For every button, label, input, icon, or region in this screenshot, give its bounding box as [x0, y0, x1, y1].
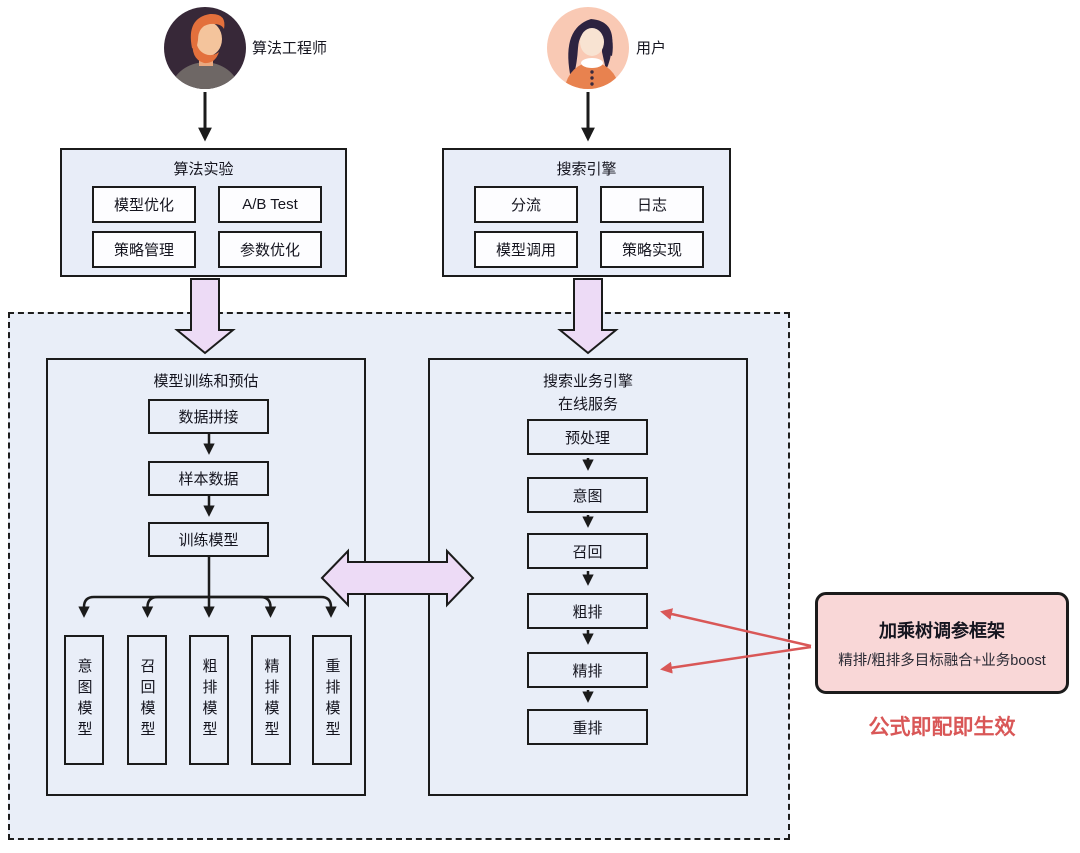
- search-item-model-call: 模型调用: [474, 231, 578, 268]
- step-data-join: 数据拼接: [148, 399, 269, 434]
- serve-step-coarse-rank: 粗排: [527, 593, 648, 629]
- experiment-box: 算法实验 模型优化 A/B Test 策略管理 参数优化: [60, 148, 347, 277]
- serve-step-fine-rank: 精排: [527, 652, 648, 688]
- user-hair-strand: [600, 26, 613, 56]
- user-face: [580, 28, 604, 56]
- search-item-strategy-impl: 策略实现: [600, 231, 704, 268]
- serve-step-rerank: 重排: [527, 709, 648, 745]
- search-item-split: 分流: [474, 186, 578, 223]
- engineer-beard: [192, 38, 219, 64]
- user-button: [590, 82, 594, 86]
- user-hair: [568, 19, 613, 74]
- experiment-item-strategy-mgmt: 策略管理: [92, 231, 196, 268]
- user-label: 用户: [636, 40, 667, 57]
- serving-box-title-line1: 搜索业务引擎: [542, 373, 633, 390]
- experiment-item-param-opt: 参数优化: [218, 231, 322, 268]
- serving-box-title-line2: 在线服务: [557, 396, 618, 413]
- experiment-item-ab-test: A/B Test: [218, 186, 322, 223]
- model-coarse-rank: 粗排模型: [189, 635, 229, 765]
- experiment-item-model-opt: 模型优化: [92, 186, 196, 223]
- framework-title: 加乘树调参框架: [879, 620, 1005, 641]
- step-sample-data: 样本数据: [148, 461, 269, 496]
- search-engine-box-title: 搜索引擎: [556, 161, 617, 178]
- engineer-hair: [190, 13, 225, 50]
- framework-subtitle: 精排/粗排多目标融合+业务boost: [838, 652, 1046, 669]
- user-button: [590, 76, 594, 80]
- user-body: [564, 62, 620, 89]
- training-box: 模型训练和预估 数据拼接 样本数据 训练模型 意图模型 召回模型 粗排模型 精排…: [46, 358, 366, 796]
- search-engine-box: 搜索引擎 分流 日志 模型调用 策略实现: [442, 148, 731, 277]
- serving-box: 搜索业务引擎 在线服务 预处理 意图 召回 粗排 精排 重排: [428, 358, 748, 796]
- search-item-log: 日志: [600, 186, 704, 223]
- user-avatar: [547, 7, 629, 89]
- model-intent: 意图模型: [64, 635, 104, 765]
- engineer-avatar: [164, 7, 246, 89]
- framework-caption: 公式即配即生效: [868, 716, 1016, 739]
- experiment-box-title: 算法实验: [173, 161, 234, 178]
- engineer-label: 算法工程师: [252, 40, 328, 57]
- model-fine-rank: 精排模型: [251, 635, 291, 765]
- model-rerank: 重排模型: [312, 635, 352, 765]
- training-box-title: 模型训练和预估: [153, 373, 259, 390]
- serve-step-preprocess: 预处理: [527, 419, 648, 455]
- engineer-shoulders: [169, 62, 241, 89]
- user-button: [590, 70, 594, 74]
- model-recall: 召回模型: [127, 635, 167, 765]
- user-collar: [581, 58, 603, 68]
- serve-step-recall: 召回: [527, 533, 648, 569]
- engineer-face: [194, 22, 222, 56]
- serve-step-intent: 意图: [527, 477, 648, 513]
- framework-box: 加乘树调参框架 精排/粗排多目标融合+业务boost: [815, 592, 1069, 694]
- step-train-model: 训练模型: [148, 522, 269, 557]
